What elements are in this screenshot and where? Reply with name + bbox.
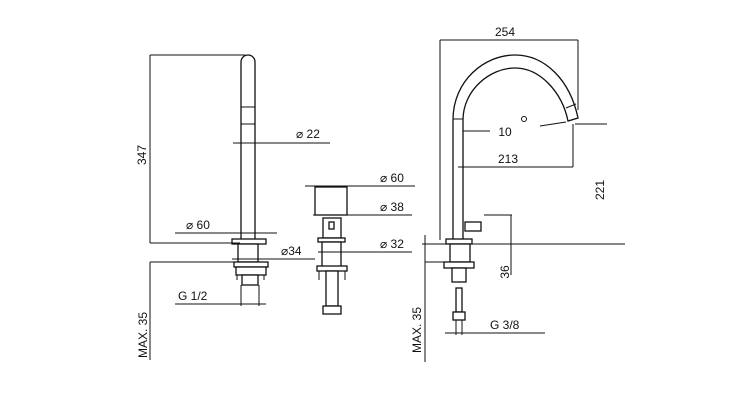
left-max-label: MAX. 35: [136, 312, 150, 358]
reach-total-label: 254: [495, 25, 515, 39]
left-tap: [231, 54, 269, 286]
left-tube-diameter-label: ⌀ 22: [296, 127, 320, 141]
left-base-diameter-label: ⌀ 60: [186, 218, 210, 232]
height-label: 221: [593, 180, 607, 200]
handle-diameter-label: ⌀ 60: [380, 171, 404, 185]
left-height-label: 347: [135, 145, 149, 165]
spout-offset-label: 10: [498, 125, 512, 139]
left-shank-diameter-label: ⌀34: [281, 244, 302, 258]
left-tap-dimensions: [149, 54, 330, 360]
shank-diameter-label: ⌀ 32: [380, 237, 404, 251]
right-tap: [443, 54, 579, 321]
right-thread-label: G 3/8: [490, 318, 520, 332]
left-thread-label: G 1/2: [178, 289, 208, 303]
lever-height-label: 36: [498, 265, 512, 279]
right-tap-dimensions: [439, 39, 607, 335]
body-diameter-label: ⌀ 38: [380, 200, 404, 214]
middle-handle: [314, 186, 348, 315]
middle-max-label: MAX. 35: [410, 307, 424, 353]
reach-label: 213: [498, 152, 518, 166]
